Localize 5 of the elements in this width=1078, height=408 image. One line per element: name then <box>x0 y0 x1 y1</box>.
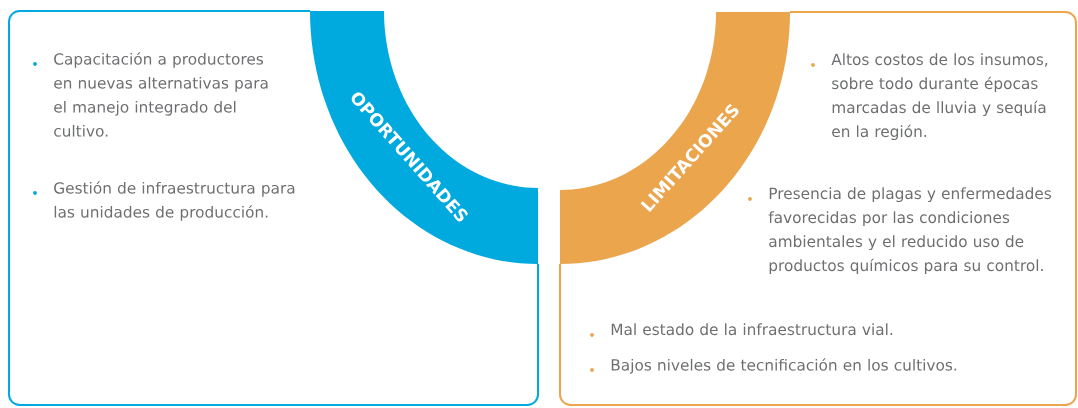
bullet-text: Altos costos de los insumos, sobre todo durante épocas marcadas de lluvia y sequía en la región. <box>831 53 1048 141</box>
bullet-text: Capacitación a productores en nuevas alternativas para el manejo integrado del cultivo. <box>54 52 268 137</box>
bullet-text: Bajos niveles de tecnificación en los cultivos. <box>611 358 957 374</box>
bullet-text: Mal estado de la infraestructura vial. <box>611 323 893 336</box>
bullet-text: Gestión de infraestructura para las unidades de producción. <box>54 181 295 221</box>
